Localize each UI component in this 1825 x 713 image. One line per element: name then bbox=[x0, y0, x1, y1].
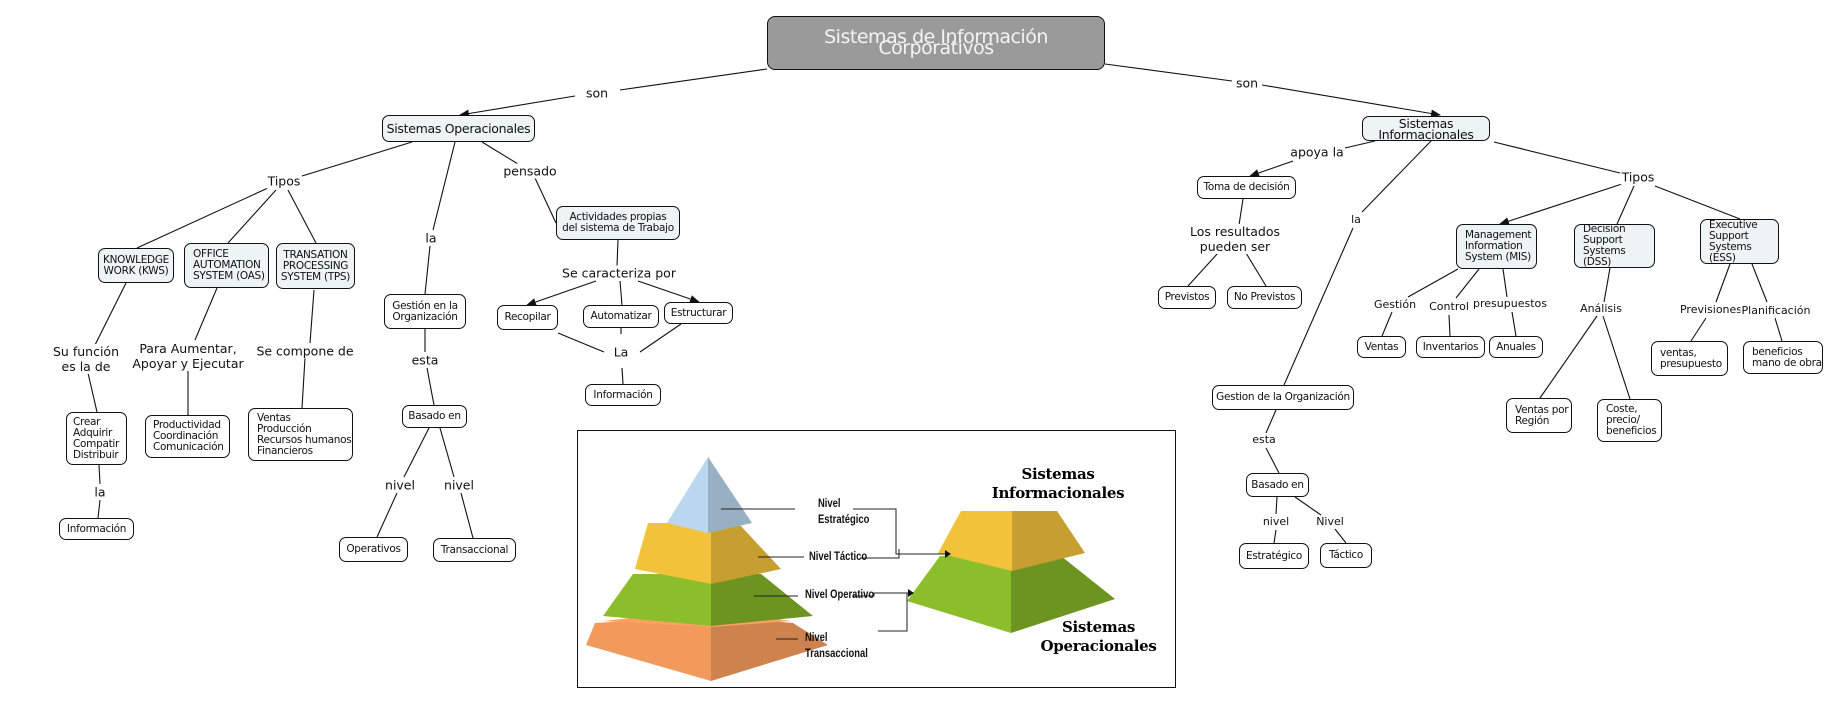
node-kws-informacion[interactable]: Información bbox=[59, 518, 134, 540]
layer-operativo-left-face bbox=[603, 574, 711, 626]
link-title-son-left bbox=[619, 68, 768, 91]
node-ess[interactable]: Executive Support Systems (ESS) bbox=[1700, 219, 1779, 264]
layer-tactico-right-face bbox=[711, 523, 781, 584]
link-label-apoya-la: apoya la bbox=[1289, 144, 1345, 160]
node-coste-precio[interactable]: Coste, precio/ beneficios bbox=[1597, 399, 1662, 442]
link-label-presupuestos-mis: presupuestos bbox=[1472, 297, 1548, 310]
node-ventas-mis[interactable]: Ventas bbox=[1357, 336, 1406, 358]
node-ventas-por-region[interactable]: Ventas por Región bbox=[1506, 398, 1572, 433]
node-kws-actions[interactable]: Crear Adquirir Compatir Distribuir bbox=[66, 412, 127, 465]
node-oas-goals[interactable]: Productividad Coordinación Comunicación bbox=[145, 415, 230, 458]
node-kws[interactable]: KNOWLEDGE WORK (KWS) bbox=[98, 248, 174, 283]
node-estrategico[interactable]: Estratégico bbox=[1239, 543, 1309, 569]
node-anuales[interactable]: Anuales bbox=[1489, 336, 1543, 358]
title-node[interactable]: Sistemas de Información Corporativos bbox=[767, 16, 1105, 70]
link-label-planificacion: Planificación bbox=[1740, 304, 1812, 317]
label-nivel-estrategico: Nivel Estratégico bbox=[818, 498, 870, 526]
link-label-son-right: son bbox=[1234, 75, 1260, 91]
left-pyramid bbox=[586, 457, 828, 681]
node-tps-areas[interactable]: Ventas Producción Recursos humanos Finan… bbox=[248, 408, 353, 461]
node-ventas-presupuesto[interactable]: ventas, presupuesto bbox=[1651, 341, 1728, 376]
link-label-para-aumentar: Para Aumentar, Apoyar y Ejecutar bbox=[131, 341, 245, 371]
node-beneficios-mano-obra[interactable]: beneficios mano de obra bbox=[1743, 341, 1823, 374]
node-sistemas-informacionales[interactable]: Sistemas Informacionales bbox=[1362, 116, 1490, 141]
right-tactico-left-face bbox=[938, 511, 1012, 571]
title-sistemas-informacionales: Sistemas Informacionales bbox=[991, 465, 1125, 502]
link-label-tipos: Tipos bbox=[266, 173, 302, 189]
link-label-esta-info: esta bbox=[1251, 433, 1277, 446]
node-gestion-organizacion[interactable]: Gestión en la Organización bbox=[384, 294, 466, 329]
node-dss[interactable]: Decision Support Systems (DSS) bbox=[1574, 224, 1655, 268]
link-label-la-info: la bbox=[1350, 213, 1362, 226]
label-nivel-transaccional: Nivel Transaccional bbox=[805, 632, 868, 660]
link-label-son-left: son bbox=[584, 85, 610, 101]
link-label-nivel-info-right: Nivel bbox=[1315, 515, 1345, 528]
link-label-nivel-right: nivel bbox=[443, 477, 475, 493]
link-label-previsiones: Previsiones bbox=[1678, 303, 1744, 316]
link-label-resultados: Los resultados pueden ser bbox=[1189, 224, 1281, 254]
node-basado-en-info[interactable]: Basado en bbox=[1246, 473, 1309, 497]
node-previstos[interactable]: Previstos bbox=[1158, 286, 1216, 309]
layer-transaccional-right-face bbox=[711, 616, 828, 681]
layer-tactico-left-face bbox=[635, 523, 711, 584]
link-label-nivel-info-left: nivel bbox=[1261, 515, 1291, 528]
node-automatizar[interactable]: Automatizar bbox=[583, 305, 659, 328]
link-label-se-caracteriza: Se caracteriza por bbox=[561, 265, 677, 281]
right-operativo-left-face bbox=[907, 556, 1011, 633]
link-label-esta: esta bbox=[410, 352, 440, 368]
layer-operativo-right-face bbox=[711, 574, 813, 626]
link-son-informacionales bbox=[1261, 84, 1441, 118]
link-label-la-kws: la bbox=[93, 484, 107, 500]
node-actividades[interactable]: Actividades propias del sistema de Traba… bbox=[556, 206, 680, 240]
node-oas[interactable]: OFFICE AUTOMATION SYSTEM (OAS) bbox=[184, 243, 269, 288]
link-label-analisis: Análisis bbox=[1579, 302, 1623, 315]
node-gestion-de-la-organizacion[interactable]: Gestion de la Organización bbox=[1212, 385, 1354, 410]
title-sistemas-operacionales: Sistemas Operacionales bbox=[1040, 618, 1157, 655]
right-tactico-right-face bbox=[1012, 511, 1085, 571]
link-son-operacionales bbox=[459, 95, 576, 118]
node-tactico[interactable]: Táctico bbox=[1320, 543, 1372, 568]
node-inventarios[interactable]: Inventarios bbox=[1416, 336, 1485, 358]
node-basado-en[interactable]: Basado en bbox=[402, 405, 467, 428]
layer-estrategico-left-face bbox=[667, 457, 708, 533]
link-title-son-right bbox=[1104, 63, 1233, 82]
link-label-se-compone: Se compone de bbox=[255, 343, 355, 359]
label-nivel-operativo: Nivel Operativo bbox=[805, 589, 875, 601]
layer-transaccional-left-face bbox=[586, 616, 711, 681]
right-pyramid bbox=[907, 511, 1115, 633]
node-operativos[interactable]: Operativos bbox=[339, 537, 408, 562]
node-toma-decision[interactable]: Toma de decisión bbox=[1197, 176, 1296, 199]
link-label-su-funcion: Su función es la de bbox=[52, 344, 120, 374]
node-no-previstos[interactable]: No Previstos bbox=[1227, 286, 1302, 309]
link-label-nivel-left: nivel bbox=[384, 477, 416, 493]
link-label-control-mis: Control bbox=[1428, 300, 1470, 313]
pyramid-figure: Nivel Estratégico Nivel Táctico Nivel Op… bbox=[577, 430, 1176, 688]
right-operativo-right-face bbox=[1011, 556, 1115, 633]
node-tps[interactable]: TRANSATION PROCESSING SYSTEM (TPS) bbox=[276, 243, 355, 289]
node-transaccional[interactable]: Transaccional bbox=[433, 538, 516, 562]
node-mis[interactable]: Management Information System (MIS) bbox=[1456, 224, 1537, 269]
link-label-pensado: pensado bbox=[502, 163, 558, 179]
node-sistemas-operacionales[interactable]: Sistemas Operacionales bbox=[382, 115, 535, 142]
pyramid-drawing bbox=[586, 457, 1115, 681]
layer-estrategico-right-face bbox=[708, 457, 752, 533]
node-actividades-informacion[interactable]: Información bbox=[585, 384, 661, 406]
link-label-la-actividades: La bbox=[612, 344, 630, 360]
node-recopilar[interactable]: Recopilar bbox=[497, 305, 558, 330]
link-label-gestion-mis: Gestión bbox=[1372, 298, 1418, 311]
node-estructurar[interactable]: Estructurar bbox=[664, 302, 733, 324]
label-nivel-tactico: Nivel Táctico bbox=[809, 551, 868, 563]
link-label-tipos-info: Tipos bbox=[1620, 169, 1656, 185]
link-label-la: la bbox=[424, 230, 438, 246]
